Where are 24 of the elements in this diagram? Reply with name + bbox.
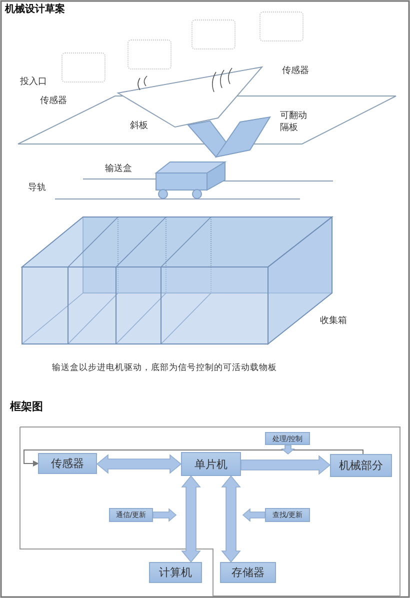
block-arrow (152, 508, 177, 522)
part-label: 收集箱 (320, 317, 347, 327)
block-arrow (181, 475, 201, 563)
part-label: 斜板 (130, 122, 148, 132)
block-arrow (240, 455, 331, 475)
part-label: 导轨 (28, 184, 46, 194)
block-arrow (96, 454, 182, 474)
part-label: 传感器 (40, 97, 67, 107)
section-heading: 框架图 (10, 401, 43, 414)
process-box: 传感器 (38, 453, 97, 474)
part-label: 传感器 (282, 67, 309, 77)
title: 机械设计草案 (5, 4, 65, 15)
process-box: 机械部分 (330, 454, 392, 477)
part-label: 投入口 (20, 78, 47, 88)
process-box: 单片机 (181, 452, 241, 476)
block-arrow (280, 444, 296, 455)
process-box: 计算机 (149, 562, 202, 583)
block-arrow (242, 508, 266, 522)
part-label: 输送盒 (105, 165, 132, 175)
arrow (24, 450, 364, 466)
caption-text: 输送盒以步进电机驱动，底部为信号控制的可活动载物板 (52, 364, 277, 374)
process-box: 存储器 (220, 562, 276, 583)
block-arrow (221, 475, 241, 563)
part-label: 可翻动隔板 (280, 111, 308, 134)
